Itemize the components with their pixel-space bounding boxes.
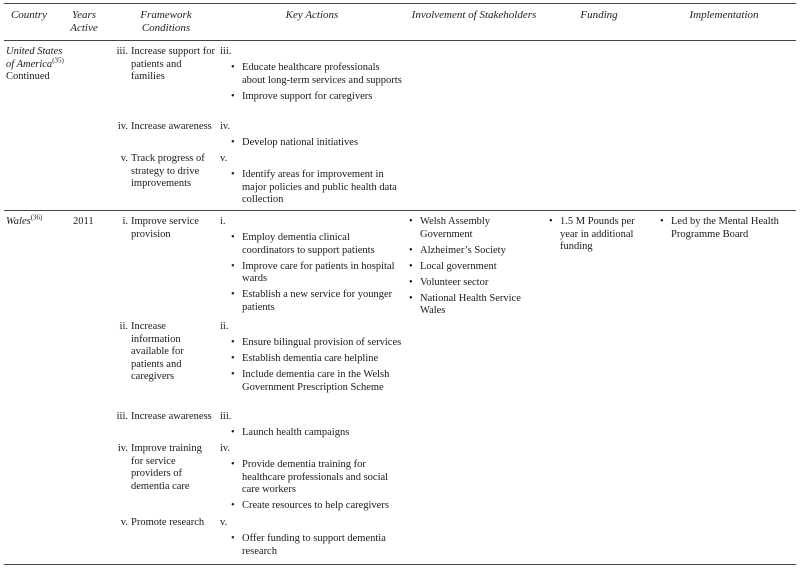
list-item: National Health Service Wales [408, 293, 538, 318]
wales-year: 2011 [73, 216, 94, 227]
usa-condition-iv: Increase awareness [131, 121, 212, 132]
row-divider [4, 210, 796, 211]
wales-implementation: Led by the Mental Health Programme Board [659, 216, 793, 245]
usa-action-numeral-iv: iv. [220, 121, 231, 132]
wales-numeral-i: i. [122, 216, 128, 227]
header-country: Country [10, 9, 48, 21]
usa-action-numeral-iii: iii. [220, 46, 232, 57]
wales-stakeholders: Welsh Assembly Government Alzheimer’s So… [408, 216, 538, 321]
wales-reference: (36) [30, 213, 43, 222]
list-item: Local government [408, 261, 538, 274]
usa-actions-v: Identify areas for improvement in major … [230, 169, 404, 210]
country-usa-line2: of America [6, 58, 53, 70]
wales-condition-i: Improve service provision [131, 216, 199, 240]
wales-numeral-iv: iv. [117, 443, 128, 454]
wales-condition-v: Promote research [131, 517, 205, 528]
wales-action-numeral-iii: iii. [220, 411, 232, 422]
wales-actions-iv: Provide dementia training for healthcare… [230, 459, 404, 516]
wales-actions-v: Offer funding to support dementia resear… [230, 533, 404, 562]
list-item: Offer funding to support dementia resear… [230, 533, 404, 558]
wales-numeral-ii: ii. [119, 321, 128, 332]
list-item: Identify areas for improvement in major … [230, 169, 404, 207]
list-item: Develop national initiatives [230, 137, 404, 150]
list-item: Improve support for caregivers [230, 91, 404, 104]
usa-numeral-iv: iv. [117, 121, 128, 132]
header-stakeholders: Involvement of Stakeholders [411, 9, 537, 21]
top-rule [4, 3, 796, 4]
header-rule [4, 40, 796, 41]
list-item: Led by the Mental Health Programme Board [659, 216, 793, 241]
wales-condition-iii: Increase awareness [131, 411, 212, 422]
wales-actions-iii: Launch health campaigns [230, 427, 404, 443]
list-item: Establish dementia care helpline [230, 353, 404, 366]
country-wales: Wales(36) [6, 213, 66, 229]
list-item: 1.5 M Pounds per year in additional fund… [548, 216, 648, 254]
list-item: Launch health campaigns [230, 427, 404, 440]
list-item: Ensure bilingual provision of services [230, 337, 404, 350]
wales-action-numeral-i: i. [220, 216, 226, 227]
header-key-actions: Key Actions [285, 9, 339, 21]
wales-actions-i: Employ dementia clinical coordinators to… [230, 232, 404, 318]
wales-numeral-iii: iii. [116, 411, 128, 422]
list-item: Create resources to help caregivers [230, 500, 404, 513]
usa-numeral-iii: iii. [116, 46, 128, 57]
list-item: Welsh Assembly Government [408, 216, 538, 241]
list-item: Include dementia care in the Welsh Gover… [230, 369, 404, 394]
wales-condition-ii: Increase information available for patie… [131, 321, 184, 382]
usa-condition-v: Track progress of strategy to drive impr… [131, 153, 205, 189]
list-item: Employ dementia clinical coordinators to… [230, 232, 404, 257]
wales-funding: 1.5 M Pounds per year in additional fund… [548, 216, 648, 257]
header-years-active: Years Active [70, 9, 98, 34]
usa-actions-iv: Develop national initiatives [230, 137, 404, 153]
list-item: Provide dementia training for healthcare… [230, 459, 404, 497]
wales-condition-iv: Improve training for service providers o… [131, 443, 202, 492]
list-item: Establish a new service for younger pati… [230, 289, 404, 314]
continued-label: Continued [6, 71, 50, 82]
bottom-rule [4, 564, 796, 565]
header-funding: Funding [580, 9, 618, 21]
wales-numeral-v: v. [120, 517, 128, 528]
usa-numeral-v: v. [120, 153, 128, 164]
country-wales-name: Wales [6, 216, 31, 227]
list-item: Educate healthcare professionals about l… [230, 62, 404, 87]
country-usa-line1: United States [6, 46, 63, 57]
usa-condition-iii: Increase support for patients and famili… [131, 46, 215, 82]
wales-actions-ii: Ensure bilingual provision of services E… [230, 337, 404, 398]
usa-reference: (35) [52, 56, 64, 64]
list-item: Volunteer sector [408, 277, 538, 290]
list-item: Improve care for patients in hospital wa… [230, 261, 404, 286]
wales-action-numeral-iv: iv. [220, 443, 231, 454]
list-item: Alzheimer’s Society [408, 245, 538, 258]
wales-action-numeral-v: v. [220, 517, 228, 528]
header-implementation: Implementation [689, 9, 759, 21]
header-framework-conditions: Framework Conditions [140, 9, 192, 34]
wales-action-numeral-ii: ii. [220, 321, 229, 332]
usa-action-numeral-v: v. [220, 153, 228, 164]
country-usa: United States of America(35) Continued [6, 46, 68, 84]
usa-actions-iii: Educate healthcare professionals about l… [230, 62, 404, 107]
